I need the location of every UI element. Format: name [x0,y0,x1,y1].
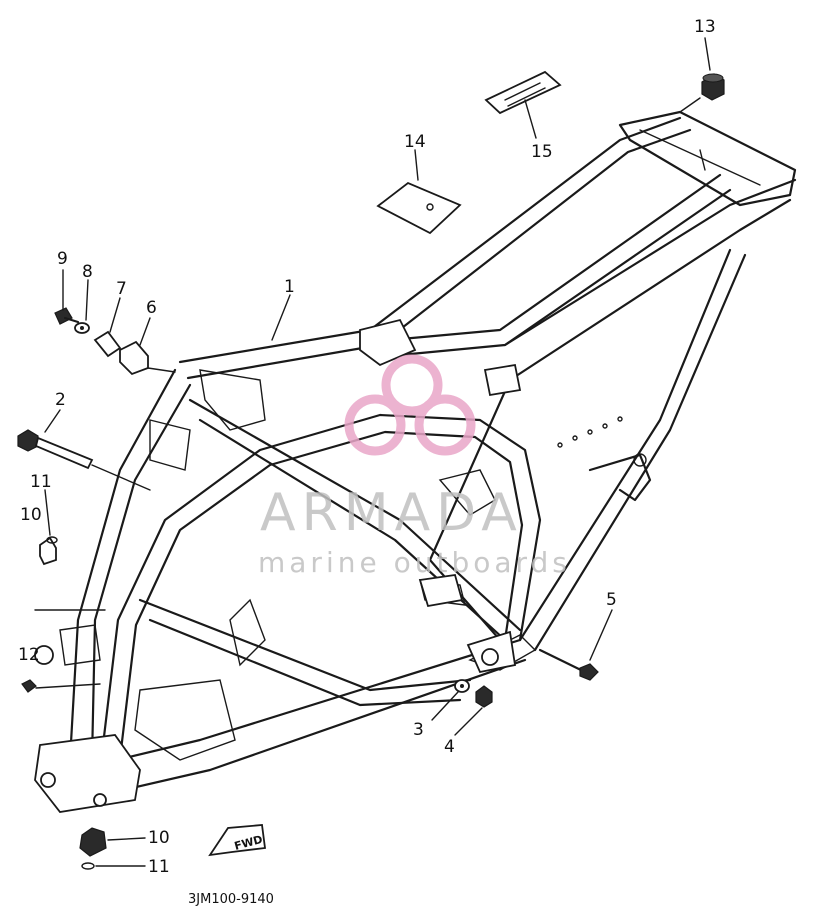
watermark-tagline: marine outboards [258,546,571,579]
callout-labels: 1 2 3 4 5 6 7 8 9 10 11 12 13 14 15 10 1… [18,17,716,877]
callout-11-upper: 11 [30,472,52,492]
callout-15: 15 [531,142,553,162]
callout-2: 2 [55,390,66,410]
parts-10-11-lower [79,827,107,870]
part-14-pad [376,181,462,235]
part-15-bracket [484,70,562,115]
part-2-bolt [17,429,151,491]
callout-12: 12 [18,645,40,665]
part-5-bolt [538,648,599,681]
armada-watermark: ARMADA marine outboards [258,354,571,579]
callout-6: 6 [146,298,157,318]
callout-7: 7 [116,279,127,299]
parts-9-to-6-stack [54,307,176,376]
part-12-bolt [21,645,101,693]
diagram-code: 3JM100-9140 [188,892,274,907]
callout-10-upper: 10 [20,505,42,525]
parts-10-11-upper [34,536,106,611]
callout-14: 14 [404,132,426,152]
callout-8: 8 [82,262,93,282]
callout-11-lower: 11 [148,857,170,877]
callout-4: 4 [444,737,455,757]
armada-logo-icon [344,354,476,456]
callout-5: 5 [606,590,617,610]
callout-leaders [44,37,711,867]
callout-13: 13 [694,17,716,37]
parts-3-4-washer-nut [454,679,493,708]
callout-9: 9 [57,249,68,269]
callout-3: 3 [413,720,424,740]
watermark-brand: ARMADA [260,483,523,543]
callout-10-lower: 10 [148,828,170,848]
part-13-cap [679,73,725,113]
main-frame [34,110,797,813]
fwd-arrow: FWD [208,824,267,857]
callout-1: 1 [284,277,295,297]
